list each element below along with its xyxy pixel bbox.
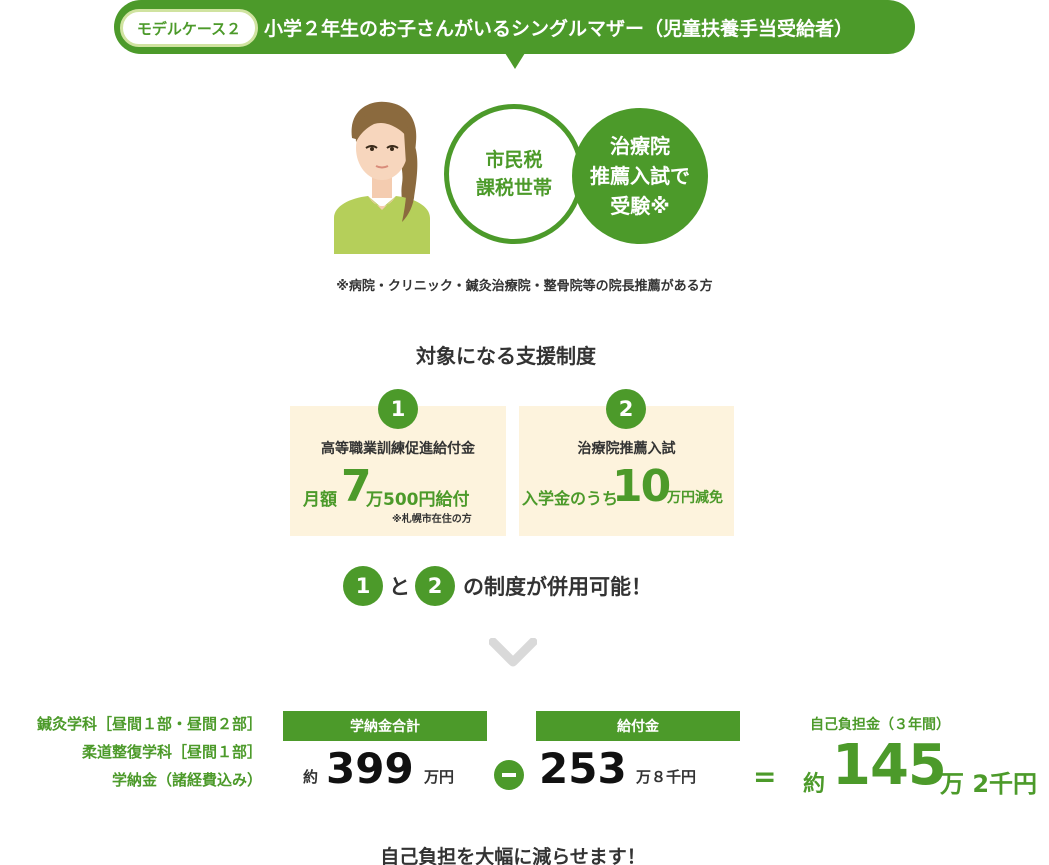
minus-bar	[502, 773, 516, 777]
support-amount-value-2: 10	[612, 461, 671, 512]
chevron-down-icon	[489, 638, 537, 667]
support-amount-value-1: 7	[341, 461, 372, 512]
self-burden-label: 自己負担金（３年間）	[810, 717, 950, 733]
support-title-2: 治療院推薦入試	[577, 441, 676, 457]
exam-type-line1: 治療院	[610, 134, 670, 158]
tax-status-line1: 市民税	[485, 149, 543, 171]
support-number-badge-2: 2	[606, 389, 646, 429]
combo-badge-2: 2	[415, 566, 455, 606]
combo-badge-1: 1	[343, 566, 383, 606]
header-title: 小学２年生のお子さんがいるシングルマザー（児童扶養手当受給者）	[264, 17, 854, 40]
footer-message: 自己負担を大幅に減らせます！	[380, 846, 646, 865]
grant-value: 253	[539, 744, 627, 793]
tuition-total-label: 学納金合計	[283, 711, 487, 741]
tax-status-circle: 市民税 課税世帯	[444, 104, 584, 244]
tuition-total-suffix: 万円	[424, 768, 455, 786]
tuition-total-prefix: 約	[303, 768, 319, 786]
support-amount-suffix-2: 万円減免	[667, 490, 723, 506]
grant-suffix: 万８千円	[636, 768, 697, 786]
header-pointer	[505, 53, 525, 69]
exam-type-line2: 推薦入試で	[590, 164, 690, 188]
course-line-2: 柔道整復学科［昼間１部］	[81, 743, 262, 761]
support-title-1: 高等職業訓練促進給付金	[321, 441, 475, 457]
recommendation-note: ※病院・クリニック・鍼灸治療院・整骨院等の院長推薦がある方	[336, 279, 713, 294]
combo-text: の制度が併用可能！	[463, 575, 652, 599]
support-amount-prefix-1: 月額	[303, 490, 337, 510]
course-line-1: 鍼灸学科［昼間１部・昼間２部］	[36, 715, 262, 733]
tuition-total-value: 399	[326, 744, 414, 793]
combo-connector: と	[389, 575, 410, 599]
grant-label: 給付金	[536, 711, 740, 741]
model-case-tag: モデルケース２	[120, 9, 258, 47]
exam-type-circle: 治療院 推薦入試で 受験※	[572, 108, 708, 244]
exam-type-line3: 受験※	[610, 194, 670, 218]
equals-icon: =	[753, 760, 777, 793]
support-amount-prefix-2: 入学金のうち	[522, 489, 619, 508]
course-line-3: 学納金（諸経費込み）	[111, 771, 262, 789]
self-burden-suffix: 万 2千円	[940, 770, 1038, 798]
self-burden-prefix: 約	[803, 772, 826, 797]
support-amount-note-1: ※札幌市在住の方	[392, 514, 472, 525]
course-list: 鍼灸学科［昼間１部・昼間２部］ 柔道整復学科［昼間１部］ 学納金（諸経費込み）	[0, 710, 262, 794]
section-title: 対象になる支援制度	[416, 344, 596, 368]
tax-status-line2: 課税世帯	[475, 177, 552, 199]
self-burden-value: 145	[832, 733, 947, 798]
support-amount-suffix-1: 万500円給付	[366, 490, 470, 510]
woman-avatar-icon	[334, 101, 430, 254]
support-number-badge-1: 1	[378, 389, 418, 429]
